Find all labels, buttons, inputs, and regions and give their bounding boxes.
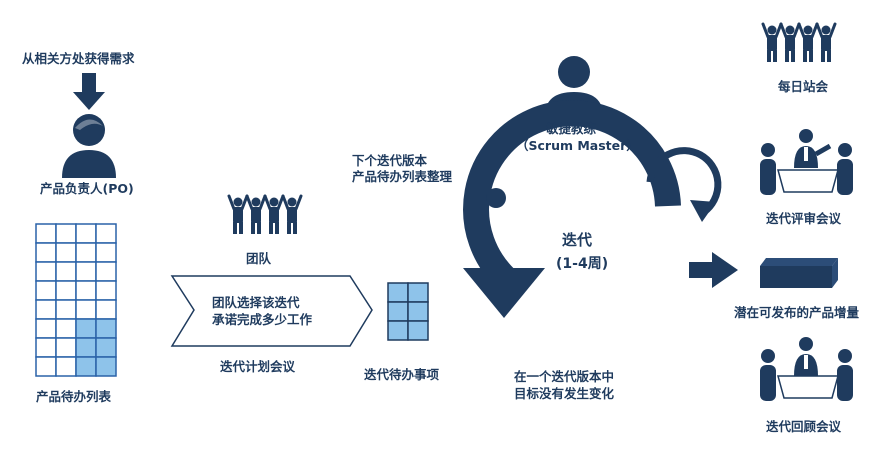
refinement-line-2: 产品待办列表整理	[352, 169, 453, 184]
planning-arrow-text-1: 团队选择该迭代	[212, 295, 300, 310]
po-role-label: 产品负责人(PO)	[40, 181, 134, 196]
scrum-master-line-1: 敏捷教练	[546, 121, 597, 136]
product-backlog-label: 产品待办列表	[36, 389, 112, 404]
team-icon	[227, 194, 303, 234]
down-arrow-icon	[73, 73, 105, 110]
daily-standup-label: 每日站会	[778, 79, 829, 94]
sprint-title: 迭代	[562, 231, 593, 249]
sprint-review-label: 迭代评审会议	[766, 211, 842, 226]
daily-standup-icon	[761, 22, 837, 62]
team-label: 团队	[246, 251, 272, 266]
sprint-backlog-label: 迭代待办事项	[364, 367, 440, 382]
retrospective-label: 迭代回顾会议	[766, 419, 842, 434]
increment-arrow-icon	[689, 252, 738, 288]
product-increment-icon	[760, 258, 838, 288]
sprint-backlog-grid	[387, 282, 429, 341]
planning-chevron-arrow	[170, 275, 373, 347]
product-owner-icon	[62, 114, 116, 178]
refinement-line-1: 下个迭代版本	[352, 153, 428, 168]
planning-label: 迭代计划会议	[220, 359, 296, 374]
sprint-note-line-2: 目标没有发生变化	[514, 386, 615, 401]
retrospective-icon	[760, 337, 853, 401]
planning-arrow-text-2: 承诺完成多少工作	[212, 312, 313, 327]
daily-cycle-arrow	[646, 147, 722, 222]
scrum-master-line-2: （Scrum Master）	[516, 138, 639, 153]
sprint-cycle-arrow	[463, 100, 681, 318]
sprint-note-line-1: 在一个迭代版本中	[514, 369, 615, 384]
product-backlog-grid	[35, 223, 117, 377]
po-input-text: 从相关方处获得需求	[22, 51, 135, 66]
sprint-review-icon	[760, 129, 853, 195]
increment-label: 潜在可发布的产品增量	[734, 305, 860, 320]
sprint-duration: (1-4周)	[556, 256, 609, 272]
